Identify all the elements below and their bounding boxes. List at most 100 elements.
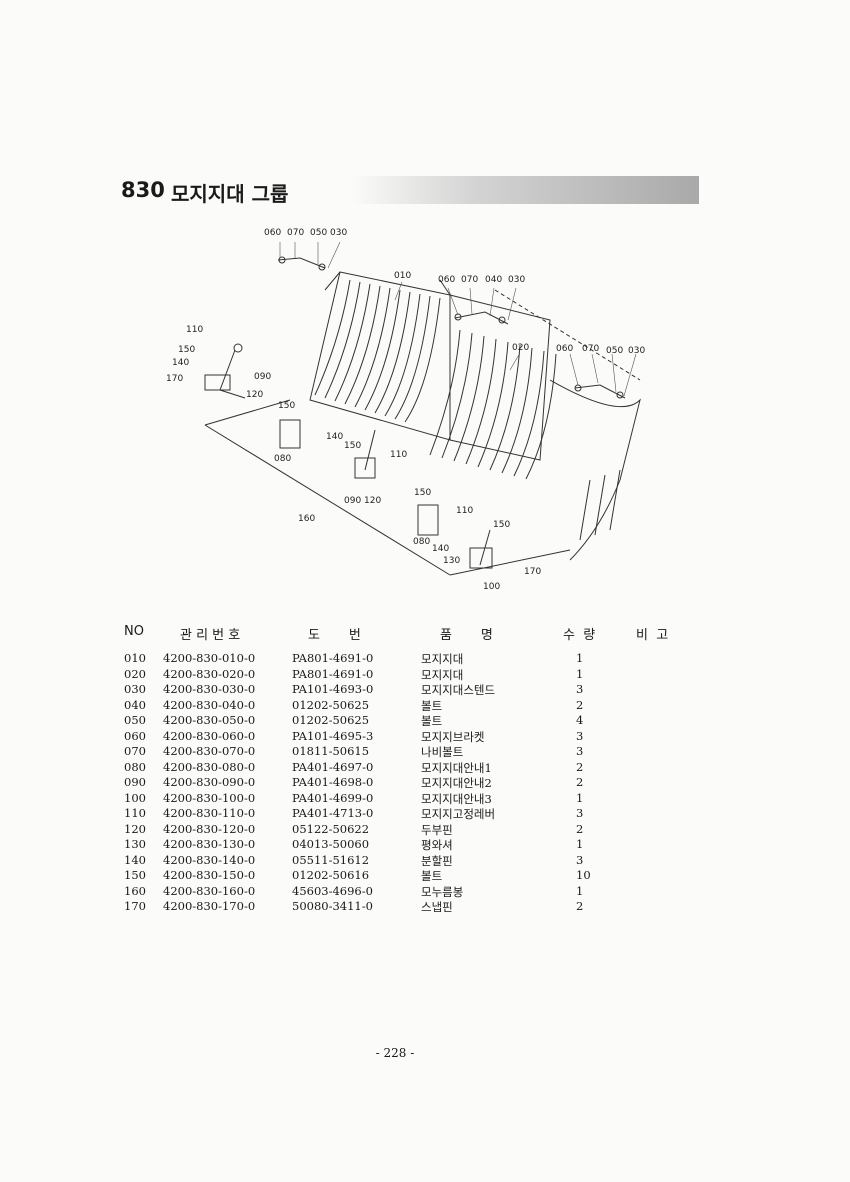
cell-quantity: 2 (576, 775, 584, 789)
cell-no: 120 (124, 821, 146, 836)
cell-no: 140 (124, 852, 146, 867)
cell-quantity: 1 (576, 666, 584, 681)
cell-no: 110 (124, 806, 146, 820)
section-number: 830 (121, 178, 165, 202)
cell-drawing-number: PA801-4691-0 (292, 651, 374, 665)
label-080: 080 (413, 537, 430, 547)
cell-part-name: 두부핀 (421, 822, 453, 837)
cell-drawing-number: PA401-4713-0 (292, 806, 374, 820)
cell-drawing-number: 50080-3411-0 (292, 899, 373, 913)
label-070: 070 (287, 228, 304, 238)
cell-part-name: 볼트 (421, 869, 443, 883)
cell-no: 090 (124, 775, 146, 789)
header-part-name: 품 명 (440, 628, 493, 643)
label-140: 140 (326, 432, 343, 442)
label-020: 020 (512, 343, 529, 353)
label-110: 110 (186, 325, 203, 335)
cell-no: 080 (124, 759, 146, 774)
label-150: 150 (493, 520, 510, 530)
cell-quantity: 4 (576, 713, 584, 727)
cell-mgmt-number: 4200-830-090-0 (163, 775, 256, 789)
cell-part-name: 모지지대 (421, 652, 464, 666)
cell-part-name: 스냅핀 (421, 900, 453, 914)
label-150: 150 (344, 441, 361, 451)
rack-frame-right (449, 294, 551, 461)
cell-drawing-number: PA801-4691-0 (292, 666, 374, 681)
cell-no: 100 (124, 790, 146, 805)
label-060: 060 (556, 344, 573, 354)
cell-part-name: 평와셔 (421, 838, 453, 852)
cell-mgmt-number: 4200-830-010-0 (163, 651, 256, 665)
header-drawing-number: 도 번 (308, 628, 361, 643)
label-030: 030 (508, 275, 525, 285)
bracket-assembly-top-left (277, 256, 326, 271)
side-frame (549, 379, 641, 561)
section-title-text: 모지지대 그룹 (171, 182, 289, 206)
label-140: 140 (172, 358, 189, 368)
cell-drawing-number: 04013-50060 (292, 837, 370, 851)
label-160: 160 (298, 514, 315, 524)
cell-quantity: 3 (576, 744, 584, 758)
label-170: 170 (166, 374, 183, 384)
cell-quantity: 3 (576, 806, 584, 820)
rack-020 (429, 329, 557, 480)
cell-drawing-number: 01202-50625 (292, 713, 370, 727)
cell-part-name: 볼트 (421, 698, 443, 713)
cell-drawing-number: PA101-4693-0 (292, 682, 374, 696)
cell-part-name: 모지지대안내2 (421, 776, 492, 790)
header-remarks: 비 고 (636, 628, 669, 643)
label-080: 080 (274, 454, 291, 464)
cell-drawing-number: PA101-4695-3 (292, 728, 374, 743)
bracket-assembly-mid (454, 311, 509, 325)
cell-drawing-number: 01202-50616 (292, 868, 370, 882)
cell-quantity: 2 (576, 759, 584, 774)
cell-quantity: 3 (576, 682, 584, 696)
label-130: 130 (443, 556, 460, 566)
guide-080-bottom (417, 504, 439, 536)
cell-quantity: 3 (576, 852, 584, 867)
label-050: 050 (310, 228, 327, 238)
label-110: 110 (390, 450, 407, 460)
title-shade-bar (351, 176, 699, 204)
cell-part-name: 모지지대안내3 (421, 791, 492, 806)
label-060: 060 (264, 228, 281, 238)
cell-mgmt-number: 4200-830-130-0 (163, 837, 256, 851)
label-170: 170 (524, 567, 541, 577)
cell-drawing-number: 05122-50622 (292, 821, 370, 836)
cell-part-name: 모지지대안내1 (421, 760, 492, 775)
label-090: 090 (254, 372, 271, 382)
cell-no: 030 (124, 682, 146, 696)
cell-mgmt-number: 4200-830-060-0 (163, 728, 256, 743)
cell-mgmt-number: 4200-830-070-0 (163, 744, 256, 758)
cell-no: 060 (124, 728, 146, 743)
label-010: 010 (394, 271, 411, 281)
cell-drawing-number: 01811-50615 (292, 744, 370, 758)
cell-part-name: 모지지대 (421, 667, 464, 682)
label-070: 070 (582, 344, 599, 354)
cell-quantity: 1 (576, 651, 584, 665)
lever-assembly-bottom (469, 529, 493, 569)
cell-drawing-number: 01202-50625 (292, 697, 370, 712)
parts-diagram: 060 070 050 030 010 060 070 040 030 020 … (166, 228, 645, 592)
cell-part-name: 모누름봉 (421, 884, 464, 899)
cell-no: 010 (124, 651, 146, 665)
cell-quantity: 2 (576, 821, 584, 836)
label-030: 030 (628, 346, 645, 356)
cell-drawing-number: 05511-51612 (292, 852, 370, 867)
cell-part-name: 분할핀 (421, 853, 453, 868)
label-050: 050 (606, 346, 623, 356)
lever-assembly-left (204, 343, 246, 399)
label-120: 120 (246, 390, 263, 400)
